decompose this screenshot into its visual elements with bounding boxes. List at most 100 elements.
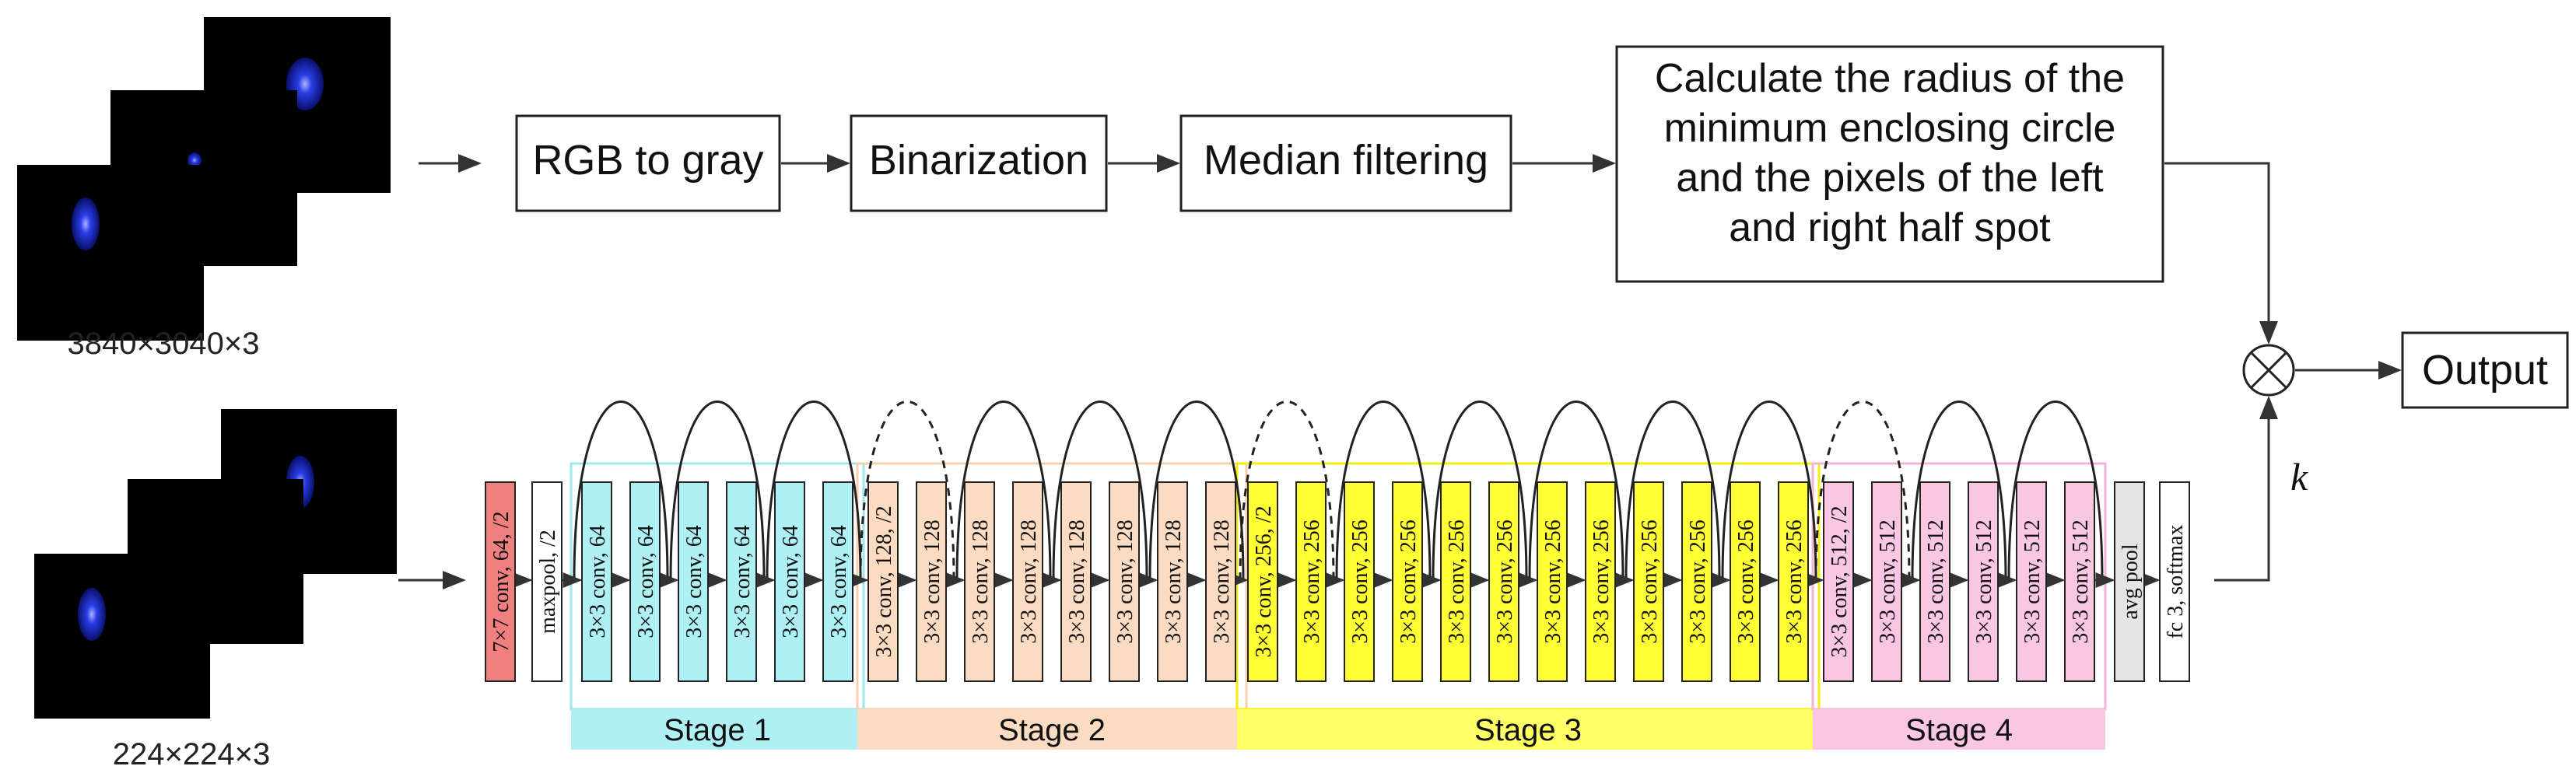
layer-label-33: 3×3 conv, 512 (2020, 519, 2045, 643)
stage-1-band (571, 709, 864, 750)
layer-label-24: 3×3 conv, 256 (1589, 519, 1614, 643)
layer-label-3: 3×3 conv, 64 (586, 525, 610, 638)
skip-arc-11 (1528, 400, 1624, 581)
layer-block-14 (1109, 481, 1140, 682)
stage-3-band (1237, 709, 1819, 750)
projection-skip-arc-4 (859, 400, 955, 581)
skip-arc-9 (1335, 400, 1432, 581)
median-filtering-label: Median filtering (1204, 137, 1488, 184)
skip-connections (573, 400, 2104, 581)
layer-label-5: 3×3 conv, 64 (682, 525, 706, 638)
layer-block-28 (1778, 481, 1809, 682)
top-image-frame-3 (17, 165, 204, 341)
weight-k-label: k (2290, 455, 2308, 498)
skip-arc-16 (2007, 400, 2104, 581)
stage-3-label: Stage 3 (1474, 713, 1582, 747)
skip-arc-12 (1624, 400, 1721, 581)
layer-label-36: fc 3, softmax (2164, 525, 2188, 639)
calculate-radius-box (1615, 45, 2164, 283)
skip-arc-7 (1148, 400, 1245, 581)
skip-arc-10 (1432, 400, 1528, 581)
layer-block-1 (485, 481, 516, 682)
layer-label-14: 3×3 conv, 128 (1113, 519, 1137, 643)
layer-label-35: avg pool (2119, 544, 2143, 619)
layer-block-35 (2114, 481, 2145, 682)
bottom-input-caption: 224×224×3 (113, 737, 270, 771)
skip-arc-5 (955, 400, 1052, 581)
layer-block-24 (1585, 481, 1616, 682)
layer-block-13 (1060, 481, 1092, 682)
skip-arc-3 (766, 400, 862, 581)
layer-block-15 (1157, 481, 1188, 682)
skip-arc-1 (573, 400, 669, 581)
layer-block-21 (1440, 481, 1471, 682)
layer-block-8 (822, 481, 853, 682)
layer-block-12 (1012, 481, 1043, 682)
layer-label-22: 3×3 conv, 256 (1493, 519, 1517, 643)
layer-block-20 (1392, 481, 1423, 682)
median-filtering-box (1179, 114, 1512, 212)
layer-block-22 (1488, 481, 1519, 682)
layer-block-3 (581, 481, 612, 682)
layer-block-30 (1871, 481, 1902, 682)
layer-label-27: 3×3 conv, 256 (1734, 519, 1758, 643)
top-image-spot-3 (72, 198, 100, 250)
layer-label-17: 3×3 conv, 256, /2 (1252, 505, 1276, 657)
top-image-spot-2 (188, 152, 202, 168)
layer-label-6: 3×3 conv, 64 (731, 525, 755, 638)
layer-block-6 (726, 481, 757, 682)
layer-block-19 (1344, 481, 1375, 682)
stage-4-label: Stage 4 (1905, 713, 2013, 747)
layer-label-18: 3×3 conv, 256 (1300, 519, 1324, 643)
skip-arc-13 (1721, 400, 1817, 581)
arrow-network-to-multiply (2214, 396, 2278, 582)
binarization-box (850, 114, 1108, 212)
bottom-image-frame-3 (34, 554, 210, 719)
layer-block-32 (1968, 481, 1999, 682)
skip-arc-2 (669, 400, 766, 581)
output-box (2401, 331, 2569, 409)
layer-label-30: 3×3 conv, 512 (1876, 519, 1900, 643)
layer-block-23 (1537, 481, 1568, 682)
layer-block-11 (964, 481, 995, 682)
binarization-label: Binarization (869, 137, 1088, 184)
layer-label-31: 3×3 conv, 512 (1924, 519, 1948, 643)
calculate-line-3: and the pixels of the left (1676, 156, 2104, 201)
layer-label-15: 3×3 conv, 128 (1162, 519, 1186, 643)
layer-label-11: 3×3 conv, 128 (969, 519, 993, 643)
layer-block-16 (1205, 481, 1236, 682)
top-input-caption: 3840×3040×3 (68, 327, 260, 361)
layer-label-2: maxpool, /2 (536, 530, 560, 634)
layer-label-1: 7×7 conv, 64, /2 (489, 511, 513, 652)
stage-2-band (857, 709, 1246, 750)
layer-block-29 (1823, 481, 1854, 682)
layer-block-7 (774, 481, 805, 682)
layer-label-12: 3×3 conv, 128 (1017, 519, 1041, 643)
skip-arc-15 (1911, 400, 2007, 581)
layer-block-33 (2016, 481, 2047, 682)
network-layers: 7×7 conv, 64, /2 maxpool, /2 3×3 conv, 64 3… (485, 481, 2190, 682)
layer-block-17 (1247, 481, 1278, 682)
calculate-line-2: minimum enclosing circle (1664, 106, 2116, 151)
layer-label-25: 3×3 conv, 256 (1638, 519, 1662, 643)
layer-block-34 (2064, 481, 2095, 682)
stage-1-outline (570, 462, 865, 711)
layer-label-34: 3×3 conv, 512 (2069, 519, 2093, 643)
layer-label-28: 3×3 conv, 256 (1782, 519, 1807, 643)
calculate-line-4: and right half spot (1729, 205, 2051, 250)
layer-block-25 (1633, 481, 1664, 682)
stage-4-outline (1811, 462, 2107, 711)
layer-label-21: 3×3 conv, 256 (1445, 519, 1469, 643)
layer-label-8: 3×3 conv, 64 (827, 525, 851, 638)
layer-block-31 (1919, 481, 1950, 682)
output-label: Output (2422, 347, 2548, 393)
layer-block-18 (1295, 481, 1327, 682)
layer-label-19: 3×3 conv, 256 (1348, 519, 1372, 643)
layer-label-4: 3×3 conv, 64 (634, 525, 658, 638)
layer-label-9: 3×3 conv, 128, /2 (872, 505, 896, 657)
bottom-input-images (34, 409, 397, 719)
layer-label-29: 3×3 conv, 512, /2 (1828, 505, 1852, 657)
layer-block-26 (1681, 481, 1712, 682)
layer-label-10: 3×3 conv, 128 (920, 519, 945, 643)
layer-label-20: 3×3 conv, 256 (1397, 519, 1421, 643)
